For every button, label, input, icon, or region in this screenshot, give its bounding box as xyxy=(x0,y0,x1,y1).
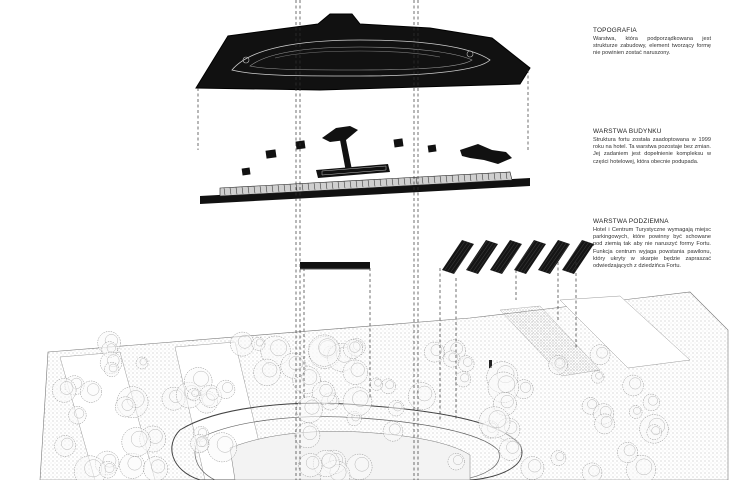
caption-text: Warstwa, która podporządkowana jest stru… xyxy=(593,36,711,57)
tree xyxy=(513,379,534,399)
tree xyxy=(457,355,475,372)
tree xyxy=(346,453,373,480)
tree xyxy=(115,396,136,418)
tree xyxy=(343,339,363,359)
tree xyxy=(143,456,169,480)
caption-warstwa-budynku: WARSTWA BUDYNKU Struktura fortu została … xyxy=(593,128,711,166)
tree xyxy=(455,371,472,388)
tree xyxy=(642,393,660,411)
building-layer-structure xyxy=(200,126,530,204)
topography-layer-slab xyxy=(195,13,531,91)
tree xyxy=(342,359,368,385)
tree xyxy=(478,406,511,439)
tree xyxy=(622,374,644,397)
caption-title: WARSTWA BUDYNKU xyxy=(593,128,662,135)
tree xyxy=(629,405,643,419)
caption-topografia: TOPOGRAFIA Warstwa, która podporządkowan… xyxy=(593,27,711,58)
tree xyxy=(308,334,341,367)
tree xyxy=(104,361,120,378)
tree xyxy=(388,400,405,417)
tree xyxy=(135,356,149,370)
caption-text: Struktura fortu została zaadoptowana w 1… xyxy=(593,137,711,165)
tree xyxy=(253,358,281,386)
pavilion-slab xyxy=(300,262,370,269)
tree xyxy=(54,435,76,457)
tree xyxy=(589,344,611,365)
parking-solar-panels xyxy=(442,240,594,274)
tree xyxy=(646,424,663,440)
tree xyxy=(591,370,605,384)
tree xyxy=(294,422,321,449)
tree xyxy=(68,406,87,425)
underground-layer xyxy=(300,240,594,274)
tree xyxy=(382,421,404,442)
tree xyxy=(626,454,656,480)
tree xyxy=(121,427,152,457)
tree xyxy=(594,413,615,435)
tree xyxy=(617,442,638,463)
tree xyxy=(296,396,323,423)
tree xyxy=(190,434,210,453)
caption-warstwa-podziemna: WARSTWA PODZIEMNA Hotel i Centrum Turyst… xyxy=(593,218,711,270)
tree xyxy=(499,438,522,461)
caption-text: Hotel i Centrum Turystyczne wymagają mie… xyxy=(593,227,711,270)
tree xyxy=(424,341,445,363)
tree-canopy-group xyxy=(52,331,669,480)
tree xyxy=(312,381,336,405)
caption-title: WARSTWA PODZIEMNA xyxy=(593,218,669,225)
tree xyxy=(298,453,323,478)
tree xyxy=(447,453,465,471)
projection-lines xyxy=(197,0,577,480)
tree xyxy=(582,462,603,480)
tree xyxy=(548,355,568,375)
tree xyxy=(342,386,373,417)
tree xyxy=(550,450,567,466)
tree xyxy=(99,461,117,479)
tree xyxy=(80,380,102,403)
tree xyxy=(52,378,77,403)
tree xyxy=(216,379,236,399)
tree xyxy=(187,388,201,402)
caption-title: TOPOGRAFIA xyxy=(593,27,637,34)
tree xyxy=(251,337,266,351)
tree xyxy=(370,377,384,391)
tree xyxy=(407,382,436,411)
